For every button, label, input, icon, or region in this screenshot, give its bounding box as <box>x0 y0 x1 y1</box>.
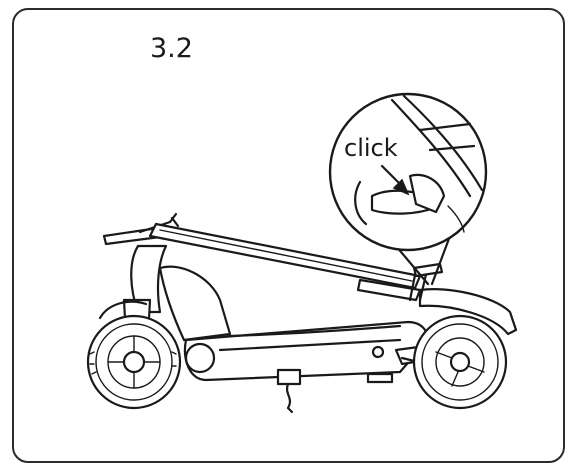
kickstand <box>276 368 302 414</box>
diagram-frame <box>12 8 565 463</box>
scooter-deck <box>158 265 428 384</box>
zoom-callout <box>328 92 488 252</box>
front-wheel <box>86 314 182 410</box>
click-arrow-icon <box>380 164 410 196</box>
rear-assembly <box>394 262 518 410</box>
step-number: 3.2 <box>150 33 193 64</box>
callout-pointer <box>394 234 452 286</box>
folded-stem <box>148 222 422 302</box>
click-label: click <box>344 134 398 162</box>
